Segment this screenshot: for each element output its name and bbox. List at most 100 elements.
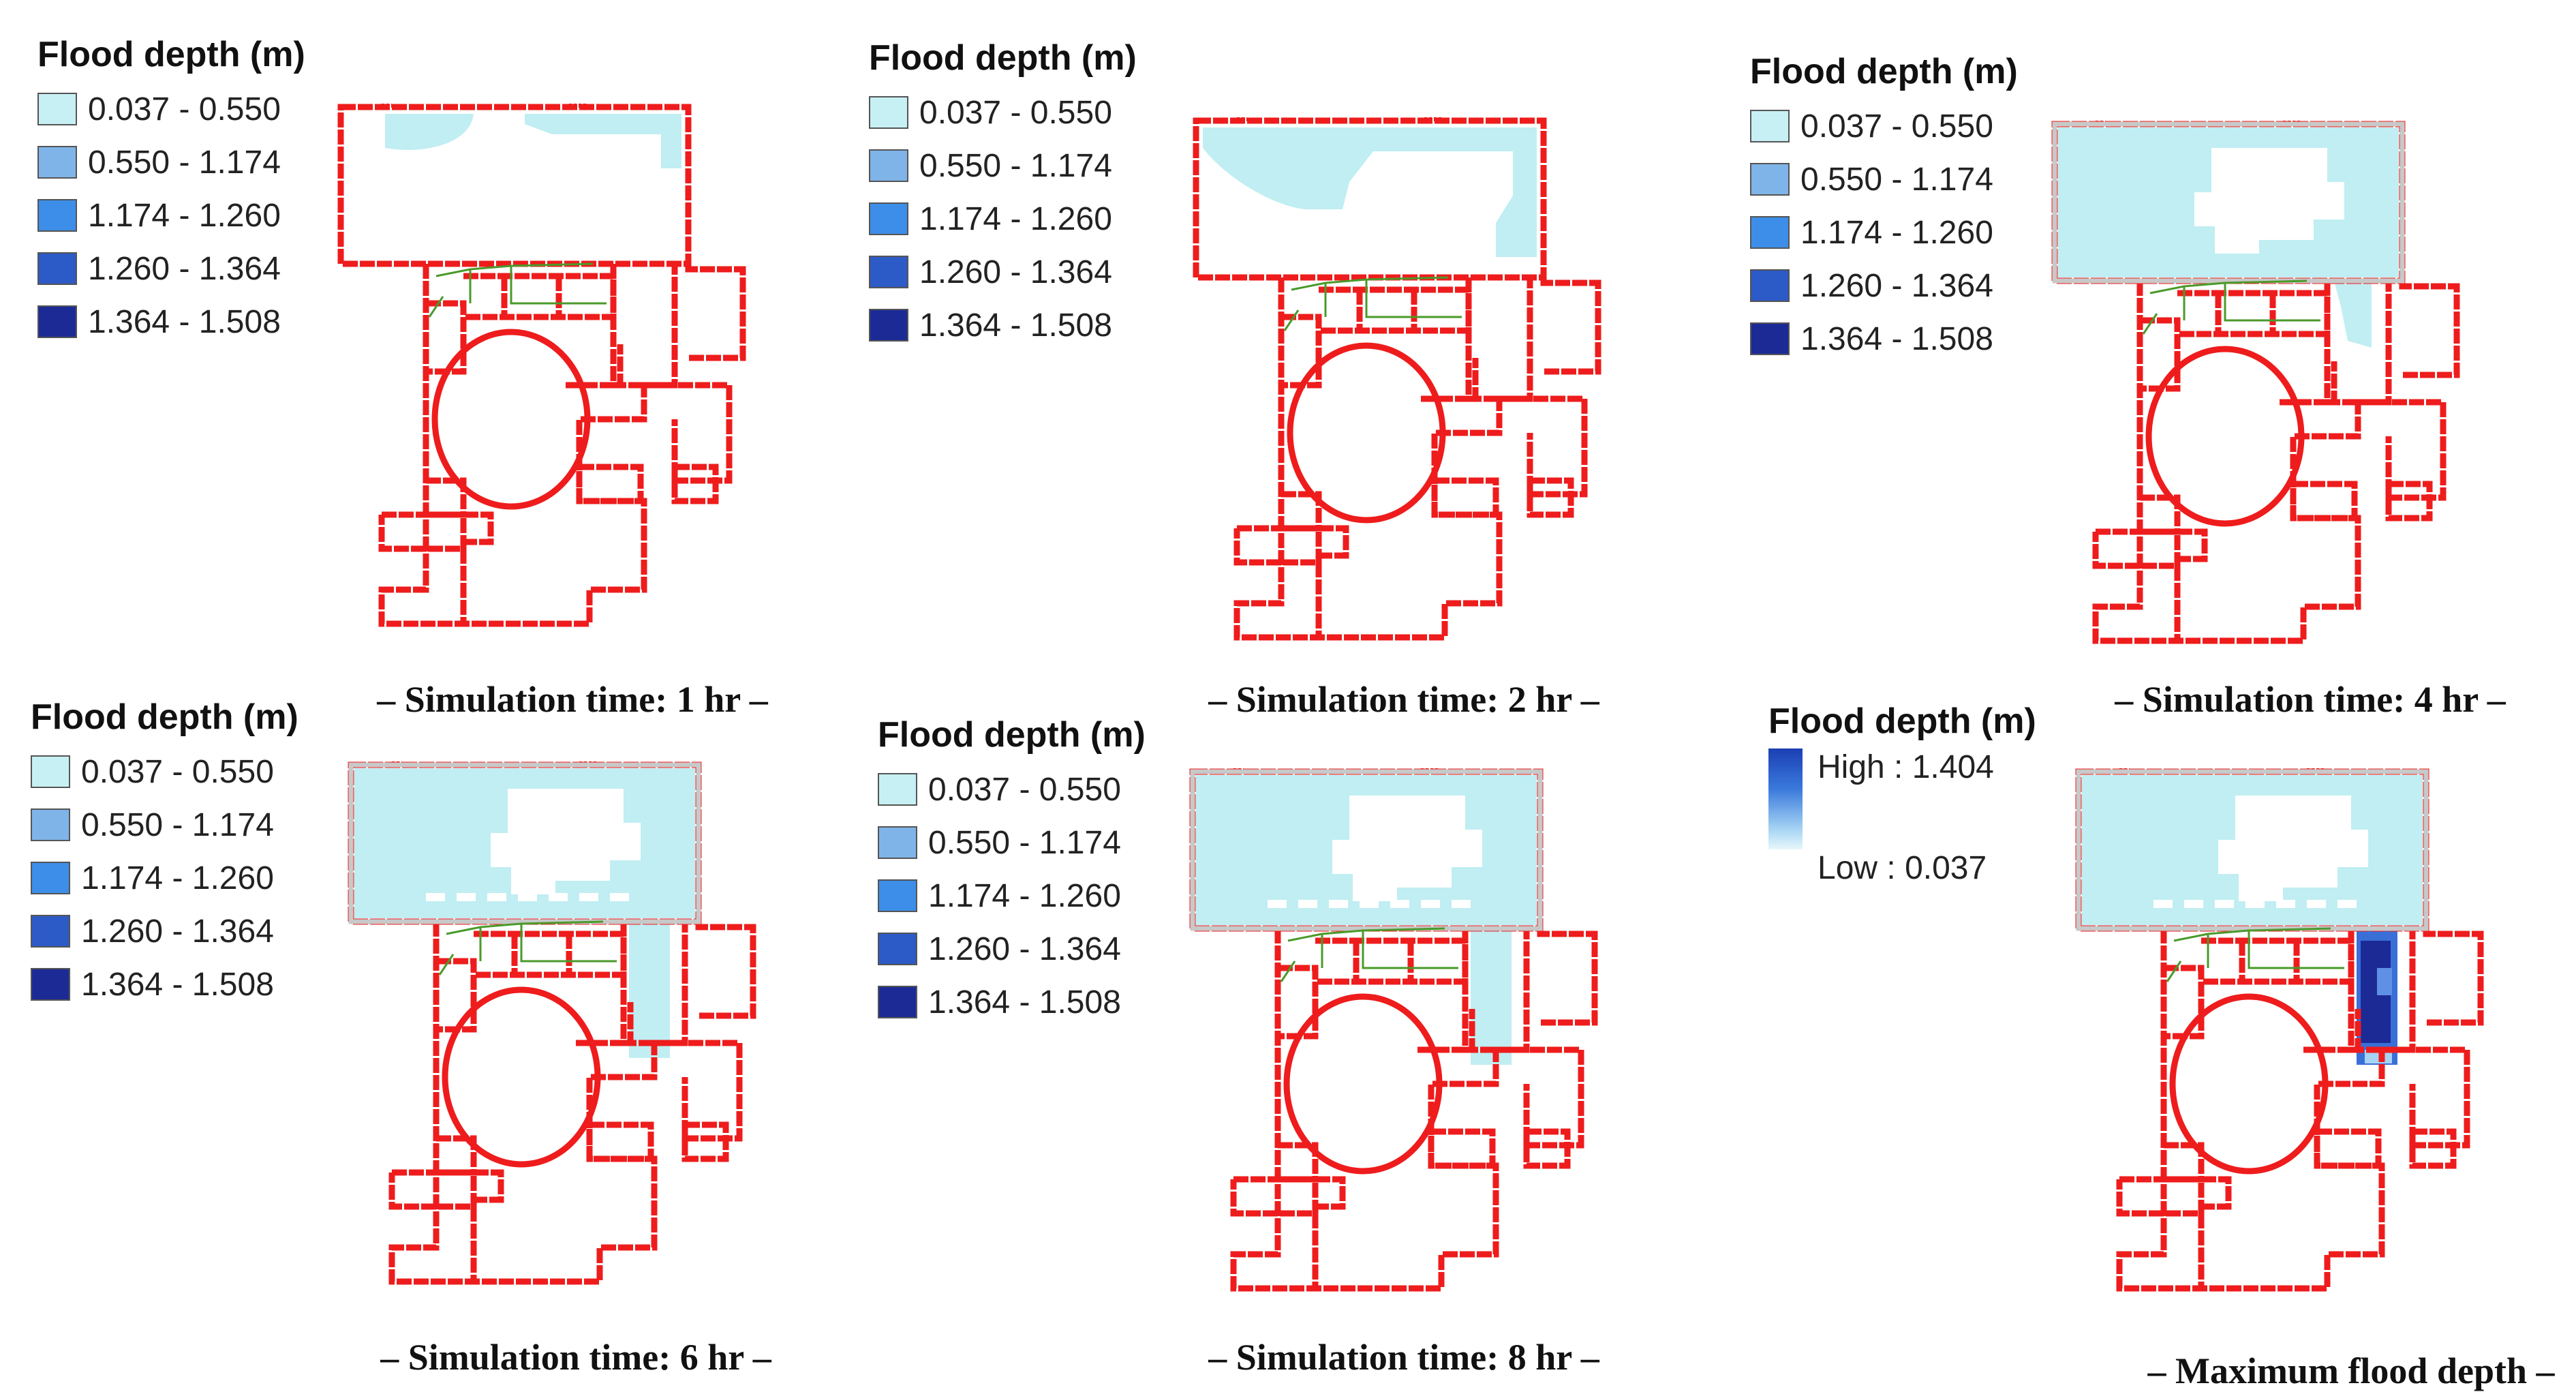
floor-plan-map <box>2072 763 2542 1295</box>
legend-range: 1.364 - 1.508 <box>1800 320 1993 357</box>
legend-item: 1.174 - 1.260 <box>869 198 1112 239</box>
legend-swatch <box>31 968 70 1001</box>
legend-title: Flood depth (m) <box>1768 701 2036 741</box>
legend-item: 0.037 - 0.550 <box>1750 106 1993 147</box>
legend-range: 1.364 - 1.508 <box>88 303 281 340</box>
pipe-network <box>438 920 617 975</box>
gradient-high-label: High : 1.404 <box>1818 749 1994 785</box>
legend-swatch <box>1750 110 1790 142</box>
legend-swatch <box>869 202 908 235</box>
flood-extent <box>2058 127 2399 348</box>
legend-item: 0.550 - 1.174 <box>869 145 1112 186</box>
legend-range: 0.037 - 0.550 <box>928 771 1121 808</box>
legend-swatch <box>1750 322 1790 355</box>
legend-range: 1.174 - 1.260 <box>81 860 274 896</box>
flood-extent <box>385 114 681 168</box>
floor-plan-map <box>1189 112 1659 644</box>
legend-range: 1.260 - 1.364 <box>81 913 274 950</box>
legend-range: 1.174 - 1.260 <box>88 197 281 234</box>
legend-item: 0.550 - 1.174 <box>1750 159 1993 200</box>
flood-extent <box>1196 775 1537 1065</box>
legend-range: 0.550 - 1.174 <box>81 806 274 843</box>
legend-swatch <box>869 256 908 288</box>
legend-title: Flood depth (m) <box>869 38 1137 78</box>
legend-range: 0.550 - 1.174 <box>88 144 281 181</box>
legend-item: 1.260 - 1.364 <box>869 252 1112 292</box>
legend-swatch <box>1750 163 1790 196</box>
legend-item: 0.037 - 0.550 <box>878 769 1121 810</box>
gradient-low-label: Low : 0.037 <box>1818 850 1987 886</box>
legend-item: 0.037 - 0.550 <box>37 89 281 130</box>
legend-item: 1.260 - 1.364 <box>1750 265 1993 306</box>
legend-swatch <box>878 826 917 859</box>
legend-range: 1.364 - 1.508 <box>928 984 1121 1020</box>
flood-extent <box>354 768 695 1058</box>
legend-swatch <box>1750 216 1790 249</box>
legend-swatch <box>37 146 77 179</box>
legend-swatch <box>878 933 917 965</box>
legend-swatch <box>878 986 917 1018</box>
legend-item: 1.260 - 1.364 <box>878 928 1121 969</box>
legend-range: 0.550 - 1.174 <box>919 147 1112 184</box>
building-walls <box>2075 768 2484 1292</box>
flood-extent <box>1203 127 1537 257</box>
legend-range: 1.174 - 1.260 <box>1800 214 1993 251</box>
legend-range: 1.260 - 1.364 <box>928 930 1121 967</box>
legend-item: 1.260 - 1.364 <box>31 911 274 952</box>
legend-swatch <box>37 252 77 285</box>
gradient-bar <box>1768 748 1803 849</box>
legend-swatch <box>31 755 70 788</box>
legend-swatch <box>878 879 917 912</box>
legend-item: 1.364 - 1.508 <box>1750 318 1993 359</box>
legend-item: 0.550 - 1.174 <box>878 822 1121 863</box>
legend-item: 1.364 - 1.508 <box>878 982 1121 1023</box>
legend-title: Flood depth (m) <box>1750 52 2018 91</box>
legend-range: 1.260 - 1.364 <box>1800 267 1993 304</box>
floor-plan-map <box>1186 763 1656 1295</box>
legend-item: 1.364 - 1.508 <box>31 964 274 1005</box>
legend-swatch <box>869 149 908 182</box>
legend-title: Flood depth (m) <box>37 35 305 74</box>
building-walls <box>337 104 746 627</box>
legend-item: 1.364 - 1.508 <box>869 305 1112 346</box>
legend-item: 1.174 - 1.260 <box>37 195 281 236</box>
legend-range: 0.550 - 1.174 <box>1800 161 1993 198</box>
panel-caption: – Simulation time: 8 hr – <box>1208 1337 1599 1378</box>
legend-swatch <box>37 199 77 232</box>
legend-item: 1.174 - 1.260 <box>878 875 1121 916</box>
legend-range: 1.260 - 1.364 <box>919 254 1112 290</box>
legend-range: 1.174 - 1.260 <box>928 877 1121 914</box>
floor-plan-map <box>2048 116 2518 648</box>
pipe-network <box>2166 927 2344 982</box>
panel-caption: – Maximum flood depth – <box>2147 1350 2555 1391</box>
pipe-network <box>2142 279 2320 335</box>
legend-range: 1.174 - 1.260 <box>919 200 1112 237</box>
panel-caption: – Simulation time: 1 hr – <box>377 679 768 720</box>
legend-title: Flood depth (m) <box>31 697 298 737</box>
pipe-network <box>428 262 607 318</box>
floor-plan-map <box>344 757 814 1288</box>
legend-swatch <box>869 309 908 342</box>
legend-swatch <box>31 862 70 894</box>
legend-item: 0.037 - 0.550 <box>869 92 1112 133</box>
legend-range: 1.364 - 1.508 <box>81 966 274 1003</box>
panel-caption: – Simulation time: 6 hr – <box>380 1337 771 1378</box>
legend-item: 0.037 - 0.550 <box>31 751 274 792</box>
legend-swatch <box>37 305 77 338</box>
legend-title: Flood depth (m) <box>878 715 1146 755</box>
floor-plan-map <box>334 99 804 631</box>
legend-swatch <box>31 808 70 841</box>
legend-range: 0.037 - 0.550 <box>88 91 281 127</box>
pipe-network <box>1283 276 1462 331</box>
legend-item: 1.174 - 1.260 <box>1750 212 1993 253</box>
panel-caption: – Simulation time: 2 hr – <box>1208 679 1599 720</box>
legend-swatch <box>878 773 917 806</box>
legend-swatch <box>37 93 77 125</box>
legend-swatch <box>869 96 908 129</box>
legend-item: 0.550 - 1.174 <box>37 142 281 183</box>
panel-caption: – Simulation time: 4 hr – <box>2115 679 2506 720</box>
legend-swatch <box>31 915 70 948</box>
legend-range: 0.550 - 1.174 <box>928 824 1121 861</box>
legend-range: 1.260 - 1.364 <box>88 250 281 287</box>
legend-range: 0.037 - 0.550 <box>919 94 1112 131</box>
